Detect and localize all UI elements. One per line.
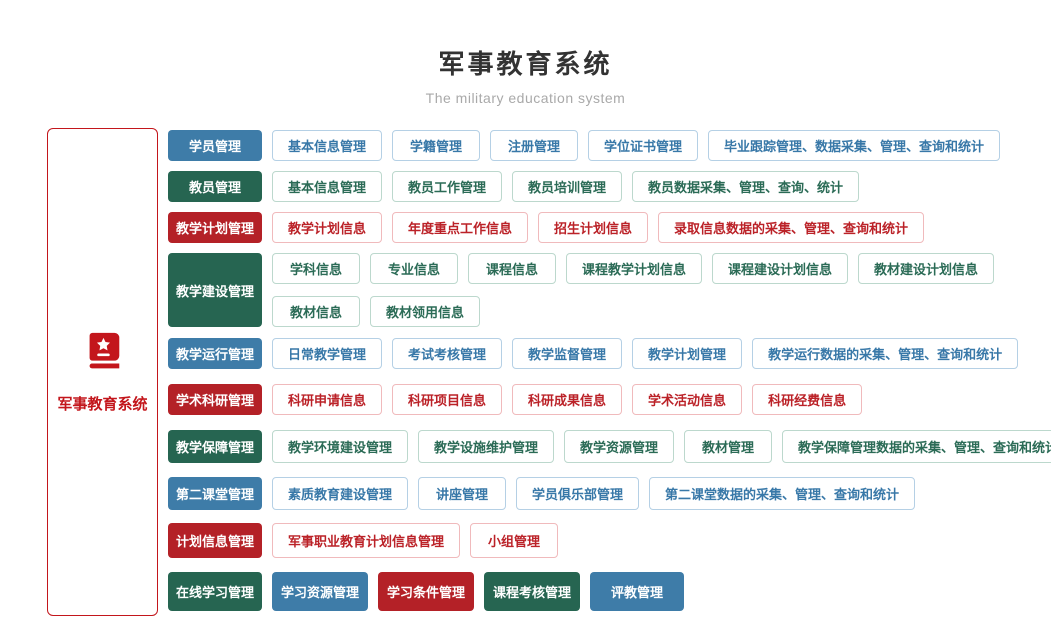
item-button[interactable]: 学位证书管理 [588,130,699,161]
item-button[interactable]: 基本信息管理 [272,171,383,202]
item-button[interactable]: 教学环境建设管理 [272,430,409,463]
item-row: 日常教学管理考试考核管理教学监督管理教学计划管理教学运行数据的采集、管理、查询和… [272,338,1019,369]
item-row: 教学计划信息年度重点工作信息招生计划信息录取信息数据的采集、管理、查询和统计 [272,212,925,243]
feature-row: 教学计划管理教学计划信息年度重点工作信息招生计划信息录取信息数据的采集、管理、查… [168,212,925,243]
item-button[interactable]: 军事职业教育计划信息管理 [272,523,461,558]
item-button[interactable]: 专业信息 [370,253,458,284]
page-title: 军事教育系统 [438,49,613,79]
item-column: 教学环境建设管理教学设施维护管理教学资源管理教材管理教学保障管理数据的采集、管理… [272,430,1051,463]
feature-row: 第二课堂管理素质教育建设管理讲座管理学员俱乐部管理第二课堂数据的采集、管理、查询… [168,477,916,510]
item-button[interactable]: 学术活动信息 [632,384,743,415]
category-button[interactable]: 教员管理 [168,171,262,202]
item-button[interactable]: 教学设施维护管理 [418,430,555,463]
category-button[interactable]: 教学保障管理 [168,430,262,463]
item-button[interactable]: 年度重点工作信息 [392,212,529,243]
item-column: 日常教学管理考试考核管理教学监督管理教学计划管理教学运行数据的采集、管理、查询和… [272,338,1019,369]
feature-row: 学术科研管理科研申请信息科研项目信息科研成果信息学术活动信息科研经费信息 [168,384,863,415]
item-button[interactable]: 讲座管理 [418,477,507,510]
item-column: 学科信息专业信息课程信息课程教学计划信息课程建设计划信息教材建设计划信息教材信息… [272,253,995,327]
item-button[interactable]: 科研成果信息 [512,384,623,415]
root-label: 军事教育系统 [57,396,148,413]
feature-row: 计划信息管理军事职业教育计划信息管理小组管理 [168,523,559,558]
item-button[interactable]: 教材信息 [272,296,360,327]
category-button[interactable]: 第二课堂管理 [168,477,262,510]
item-column: 科研申请信息科研项目信息科研成果信息学术活动信息科研经费信息 [272,384,863,415]
item-button[interactable]: 教学资源管理 [564,430,675,463]
item-button[interactable]: 小组管理 [470,523,559,558]
page-subtitle: The military education system [425,90,626,106]
item-button[interactable]: 学科信息 [272,253,360,284]
book-star-icon [80,330,126,381]
item-button[interactable]: 课程建设计划信息 [712,253,849,284]
item-button[interactable]: 评教管理 [590,572,685,611]
feature-row: 教学运行管理日常教学管理考试考核管理教学监督管理教学计划管理教学运行数据的采集、… [168,338,1019,369]
item-button[interactable]: 教员培训管理 [512,171,623,202]
item-button[interactable]: 教材建设计划信息 [858,253,995,284]
item-button[interactable]: 教材管理 [684,430,773,463]
item-button[interactable]: 教材领用信息 [370,296,481,327]
item-button[interactable]: 第二课堂数据的采集、管理、查询和统计 [649,477,916,510]
category-button[interactable]: 教学运行管理 [168,338,262,369]
item-button[interactable]: 毕业跟踪管理、数据采集、管理、查询和统计 [708,130,1001,161]
item-button[interactable]: 课程教学计划信息 [566,253,703,284]
item-button[interactable]: 教学运行数据的采集、管理、查询和统计 [752,338,1019,369]
item-button[interactable]: 招生计划信息 [538,212,649,243]
item-row: 教材信息教材领用信息 [272,296,994,327]
item-button[interactable]: 科研申请信息 [272,384,383,415]
item-column: 基本信息管理教员工作管理教员培训管理教员数据采集、管理、查询、统计 [272,171,860,202]
item-button[interactable]: 教学计划信息 [272,212,383,243]
item-button[interactable]: 注册管理 [490,130,579,161]
item-button[interactable]: 学习条件管理 [378,572,475,611]
item-column: 学习资源管理学习条件管理课程考核管理评教管理 [272,572,685,611]
item-button[interactable]: 学籍管理 [392,130,481,161]
item-row: 教学环境建设管理教学设施维护管理教学资源管理教材管理教学保障管理数据的采集、管理… [272,430,1051,463]
item-button[interactable]: 教学保障管理数据的采集、管理、查询和统计 [782,430,1051,463]
feature-row: 在线学习管理学习资源管理学习条件管理课程考核管理评教管理 [168,572,685,611]
category-button[interactable]: 教学计划管理 [168,212,262,243]
item-button[interactable]: 教学计划管理 [632,338,743,369]
item-button[interactable]: 录取信息数据的采集、管理、查询和统计 [658,212,925,243]
item-button[interactable]: 基本信息管理 [272,130,383,161]
item-column: 基本信息管理学籍管理注册管理学位证书管理毕业跟踪管理、数据采集、管理、查询和统计 [272,130,1001,161]
item-row: 基本信息管理学籍管理注册管理学位证书管理毕业跟踪管理、数据采集、管理、查询和统计 [272,130,1001,161]
feature-row: 教学建设管理学科信息专业信息课程信息课程教学计划信息课程建设计划信息教材建设计划… [168,253,995,327]
item-button[interactable]: 日常教学管理 [272,338,383,369]
system-root-panel: 军事教育系统 [47,128,158,616]
item-button[interactable]: 教学监督管理 [512,338,623,369]
item-button[interactable]: 课程考核管理 [484,572,581,611]
item-button[interactable]: 学习资源管理 [272,572,369,611]
item-button[interactable]: 学员俱乐部管理 [516,477,640,510]
item-button[interactable]: 课程信息 [468,253,556,284]
category-button[interactable]: 学员管理 [168,130,262,161]
item-row: 学科信息专业信息课程信息课程教学计划信息课程建设计划信息教材建设计划信息 [272,253,995,284]
feature-row: 教学保障管理教学环境建设管理教学设施维护管理教学资源管理教材管理教学保障管理数据… [168,430,1051,463]
item-button[interactable]: 科研经费信息 [752,384,863,415]
item-column: 军事职业教育计划信息管理小组管理 [272,523,559,558]
item-row: 军事职业教育计划信息管理小组管理 [272,523,559,558]
item-row: 素质教育建设管理讲座管理学员俱乐部管理第二课堂数据的采集、管理、查询和统计 [272,477,916,510]
item-button[interactable]: 素质教育建设管理 [272,477,409,510]
item-row: 基本信息管理教员工作管理教员培训管理教员数据采集、管理、查询、统计 [272,171,860,202]
item-row: 科研申请信息科研项目信息科研成果信息学术活动信息科研经费信息 [272,384,863,415]
item-column: 教学计划信息年度重点工作信息招生计划信息录取信息数据的采集、管理、查询和统计 [272,212,925,243]
item-button[interactable]: 教员工作管理 [392,171,503,202]
feature-row: 学员管理基本信息管理学籍管理注册管理学位证书管理毕业跟踪管理、数据采集、管理、查… [168,130,1001,161]
item-row: 学习资源管理学习条件管理课程考核管理评教管理 [272,572,685,611]
item-button[interactable]: 科研项目信息 [392,384,503,415]
page-header: 军事教育系统 The military education system [0,44,1051,106]
category-button[interactable]: 计划信息管理 [168,523,262,558]
feature-row: 教员管理基本信息管理教员工作管理教员培训管理教员数据采集、管理、查询、统计 [168,171,860,202]
category-button[interactable]: 学术科研管理 [168,384,262,415]
category-button[interactable]: 在线学习管理 [168,572,262,611]
item-column: 素质教育建设管理讲座管理学员俱乐部管理第二课堂数据的采集、管理、查询和统计 [272,477,916,510]
category-button[interactable]: 教学建设管理 [168,253,262,327]
item-button[interactable]: 教员数据采集、管理、查询、统计 [632,171,860,202]
feature-rows: 学员管理基本信息管理学籍管理注册管理学位证书管理毕业跟踪管理、数据采集、管理、查… [168,130,1051,611]
item-button[interactable]: 考试考核管理 [392,338,503,369]
